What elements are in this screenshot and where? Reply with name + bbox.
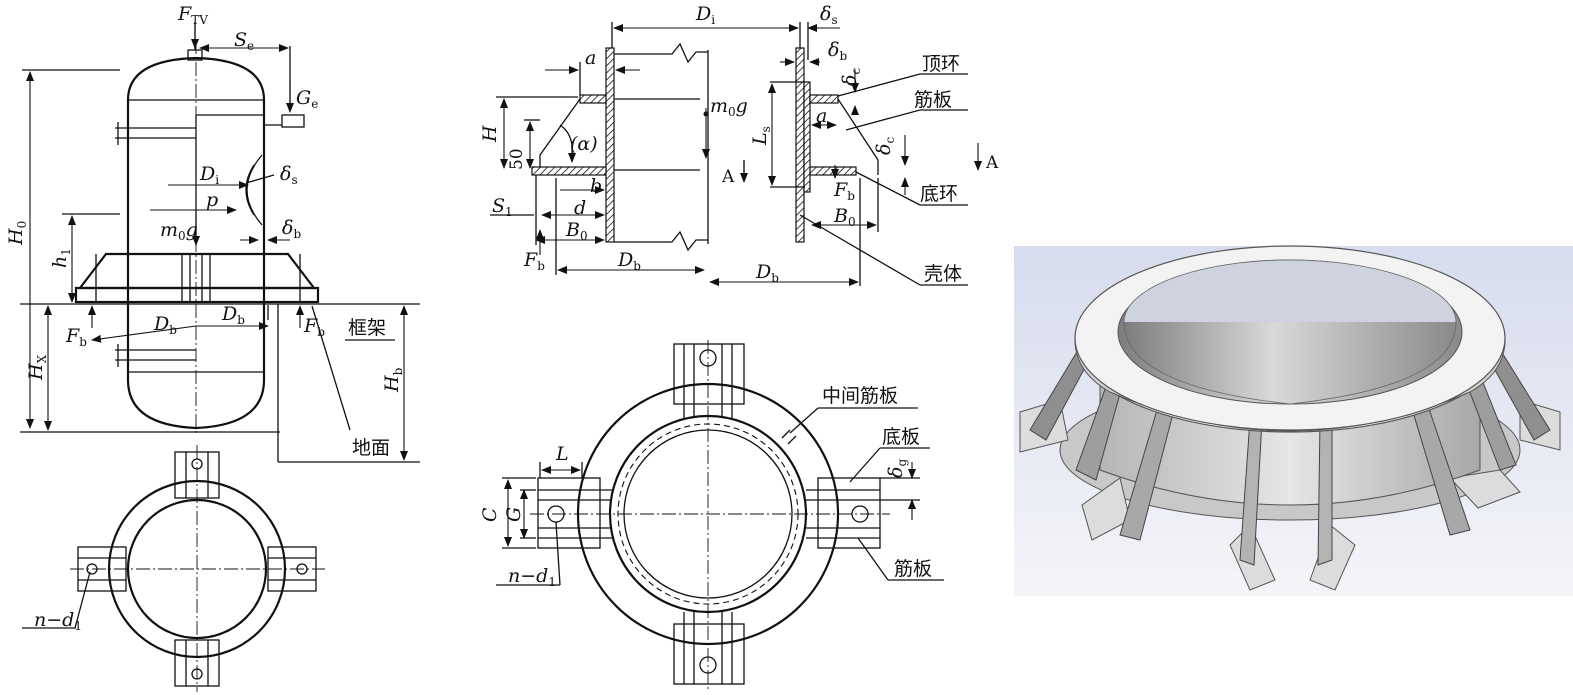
label-c: C [479, 507, 501, 522]
label-section-a-right: A [985, 153, 999, 173]
label-rib-bottom: 筋板 [894, 558, 932, 580]
vessel-elevation-view [20, 22, 420, 463]
label-section-a-left: A [721, 167, 735, 187]
label-d-i: Di [199, 163, 219, 187]
label-a-right: a [816, 105, 827, 127]
label-ground: 地面 [352, 437, 390, 459]
label-top-ring: 顶环 [922, 53, 960, 75]
label-delta-s: δs [280, 163, 298, 187]
label-m0g-mid: m0g [710, 95, 748, 119]
label-h-mid: H [479, 125, 501, 143]
label-alpha: (α) [570, 133, 598, 155]
label-b-0-left: B0 [565, 219, 588, 243]
label-delta-b: δb [282, 217, 301, 241]
label-d-b-mid-left: Db [617, 249, 641, 273]
label-b-0-right: B0 [833, 205, 856, 229]
label-delta-c-top: δc [839, 68, 863, 86]
label-delta-g: δg [885, 459, 909, 478]
label-frame: 框架 [348, 317, 386, 339]
label-p: p [206, 189, 218, 211]
label-g: G [503, 507, 525, 522]
label-s-e: Se [234, 29, 254, 53]
label-shell: 壳体 [924, 263, 962, 285]
label-h-x: HX [25, 354, 49, 381]
label-h-0: H0 [5, 221, 29, 246]
label-rib-plate: 筋板 [914, 89, 952, 111]
label-50: 50 [507, 148, 527, 170]
label-f-b-mid-right: Fb [833, 179, 855, 203]
label-f-tv: FTV [177, 3, 208, 27]
label-f-b-left: Fb [65, 325, 87, 349]
label-delta-c-right: δc [873, 137, 897, 155]
label-h-b: Hb [381, 367, 405, 393]
label-l: L [555, 443, 569, 465]
label-d-i-mid: Di [695, 3, 715, 27]
label-d: d [574, 197, 586, 219]
label-d-b-right: Db [221, 303, 245, 327]
support-section-labels: Di δs δb a δc a m0g H 50 (α) Ls b d S1 B… [479, 3, 999, 285]
label-n-d1-mid: n−d1 [508, 565, 556, 589]
label-d-b-left: Db [153, 313, 177, 337]
support-3d-render [1014, 245, 1573, 596]
label-f-b-mid-left: Fb [523, 249, 545, 273]
label-delta-s-mid: δs [820, 3, 838, 27]
label-bottom-ring: 底环 [920, 183, 958, 205]
vessel-plan-view: n−d1 [22, 445, 325, 692]
label-d-b-mid-right: Db [755, 261, 779, 285]
vessel-elevation-labels: FTV Se Ge H0 Di δs p h1 m0g δb Db Db Fb … [5, 3, 405, 459]
label-n-d1-left: n−d1 [34, 609, 82, 633]
label-h-1: h1 [49, 248, 73, 268]
label-g-e: Ge [296, 87, 318, 111]
support-section-view [490, 22, 982, 286]
label-delta-b-mid: δb [828, 39, 847, 63]
label-f-b-right: Fb [303, 315, 325, 339]
label-l-s: Ls [749, 126, 773, 146]
label-middle-rib: 中间筋板 [822, 385, 898, 407]
label-b: b [590, 175, 602, 197]
base-plan-labels: 中间筋板 底板 筋板 L C G δg n−d1 [479, 385, 932, 589]
label-s-1: S1 [492, 195, 513, 219]
label-a-top: a [585, 47, 596, 69]
label-m0g: m0g [160, 219, 198, 243]
label-base-plate: 底板 [882, 426, 920, 448]
base-plan-view [496, 340, 944, 690]
